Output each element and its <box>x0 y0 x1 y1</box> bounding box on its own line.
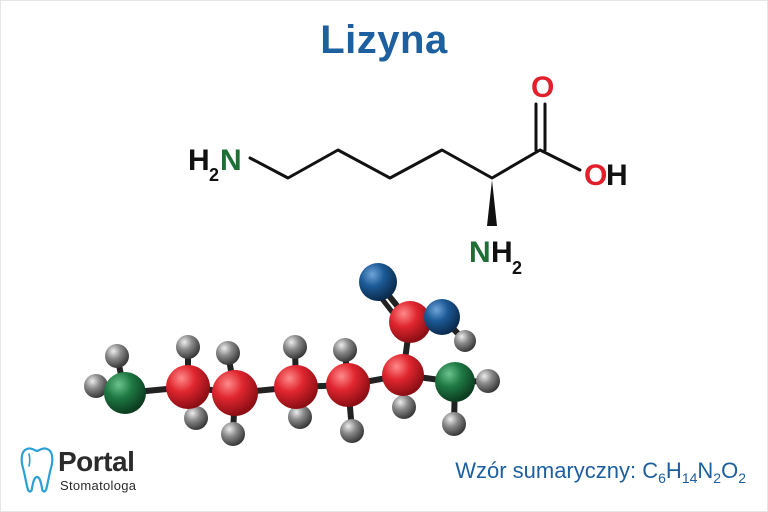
model-hydrogens <box>84 330 500 446</box>
wedge-bond <box>487 180 497 226</box>
formula-count: 6 <box>658 470 666 486</box>
model-oxygen-atom <box>359 263 397 301</box>
hydroxyl-oxygen: O <box>584 159 607 192</box>
amine-left-subscript: 2 <box>209 165 219 185</box>
model-carbon-atom <box>274 365 318 409</box>
logo-subtitle: Stomatologa <box>60 478 137 493</box>
tooth-icon <box>20 447 54 493</box>
amine-left-n: N <box>220 144 242 177</box>
portal-stomatologa-logo[interactable]: Portal Stomatologa <box>20 446 170 496</box>
hydroxyl-hydrogen: H <box>606 159 628 192</box>
page-title: Lizyna <box>320 18 448 62</box>
formula-label: Wzór sumaryczny: <box>455 458 637 483</box>
logo-name: Portal <box>58 446 135 477</box>
model-carbon-atom <box>166 365 210 409</box>
formula-element: N <box>697 458 714 483</box>
molecular-formula: Wzór sumaryczny: C6H14N2O2 <box>455 458 746 486</box>
model-nitrogen-atom <box>435 362 475 402</box>
amine-bottom-subscript: 2 <box>512 258 522 278</box>
carbon-chain-bonds <box>248 148 582 180</box>
formula-count: 2 <box>738 470 746 486</box>
model-carbon-atom <box>212 370 258 416</box>
model-carbon-atom <box>382 354 424 396</box>
formula-element: O <box>721 458 739 483</box>
model-carbon-atom <box>326 363 370 407</box>
amine-bottom-h: H <box>491 236 513 269</box>
formula-count: 2 <box>713 470 722 486</box>
formula-element: H <box>665 458 682 483</box>
model-carbon-atom <box>389 301 431 343</box>
amine-left-h: H <box>188 144 210 177</box>
amine-bottom-n: N <box>469 236 491 269</box>
carbonyl-oxygen: O <box>531 71 554 104</box>
model-oxygen-atom <box>424 299 460 335</box>
model-nitrogen-atom <box>104 372 146 414</box>
formula-element: C <box>642 458 659 483</box>
formula-count: 14 <box>681 470 698 486</box>
